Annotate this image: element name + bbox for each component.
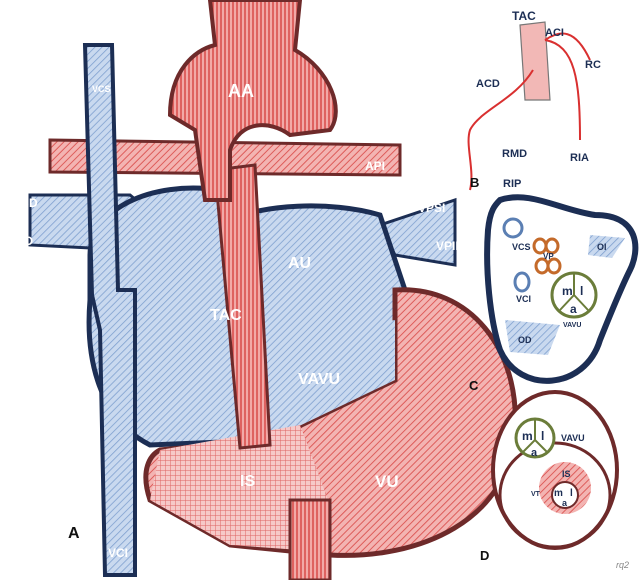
- panel-label-c: C: [469, 378, 479, 393]
- label-vci: VCI: [108, 546, 128, 560]
- c-label-od: OD: [518, 335, 532, 345]
- c-label-vp: VP: [543, 252, 554, 261]
- label-vpsd: VPSD: [5, 196, 38, 210]
- label-aa: AA: [228, 81, 254, 101]
- b-label-ria: RIA: [570, 152, 589, 164]
- c-label-m: m: [562, 284, 573, 298]
- d-label-a: a: [531, 447, 538, 459]
- b-label-aci: ACI: [545, 27, 564, 39]
- c-label-vavu: VAVU: [563, 322, 581, 329]
- c-label-vci: VCI: [516, 294, 531, 304]
- aorta-descending: [290, 500, 330, 580]
- d-label-vavu: VAVU: [561, 433, 585, 443]
- c-label-l: l: [580, 284, 583, 298]
- label-vpii: VPII: [436, 239, 459, 253]
- d-label-m: m: [522, 429, 533, 443]
- label-vu: VU: [375, 472, 399, 491]
- d-label-l: l: [541, 429, 544, 443]
- label-is: IS: [240, 473, 255, 490]
- c-label-oi: OI: [597, 242, 607, 252]
- label-vpid: VPID: [5, 234, 33, 248]
- panel-b-coronary: [469, 22, 590, 190]
- panel-label-a: A: [68, 525, 80, 542]
- panel-label-b: B: [470, 175, 479, 190]
- label-vavu: VAVU: [298, 371, 340, 388]
- label-tac: TAC: [210, 307, 242, 324]
- d-label-l2: l: [570, 488, 573, 499]
- b-label-tac: TAC: [512, 9, 536, 23]
- panel-d-ventricle-view: [493, 392, 617, 548]
- label-api: API: [365, 159, 385, 173]
- d-label-is: IS: [562, 469, 571, 479]
- label-apd: APD: [20, 157, 46, 171]
- label-vcs: VCS: [92, 84, 111, 94]
- d-label-vt: VT: [531, 491, 541, 498]
- b-label-rc: RC: [585, 59, 601, 71]
- label-vpsi: VPSI: [418, 201, 445, 215]
- b-label-acd: ACD: [476, 78, 500, 90]
- signature: rq2: [616, 560, 629, 570]
- c-label-a: a: [570, 302, 577, 316]
- b-label-rmd: RMD: [502, 148, 527, 160]
- b-label-rip: RIP: [503, 178, 521, 190]
- panel-label-d: D: [480, 548, 489, 563]
- c-label-vcs: VCS: [512, 242, 531, 252]
- label-au: AU: [288, 255, 311, 272]
